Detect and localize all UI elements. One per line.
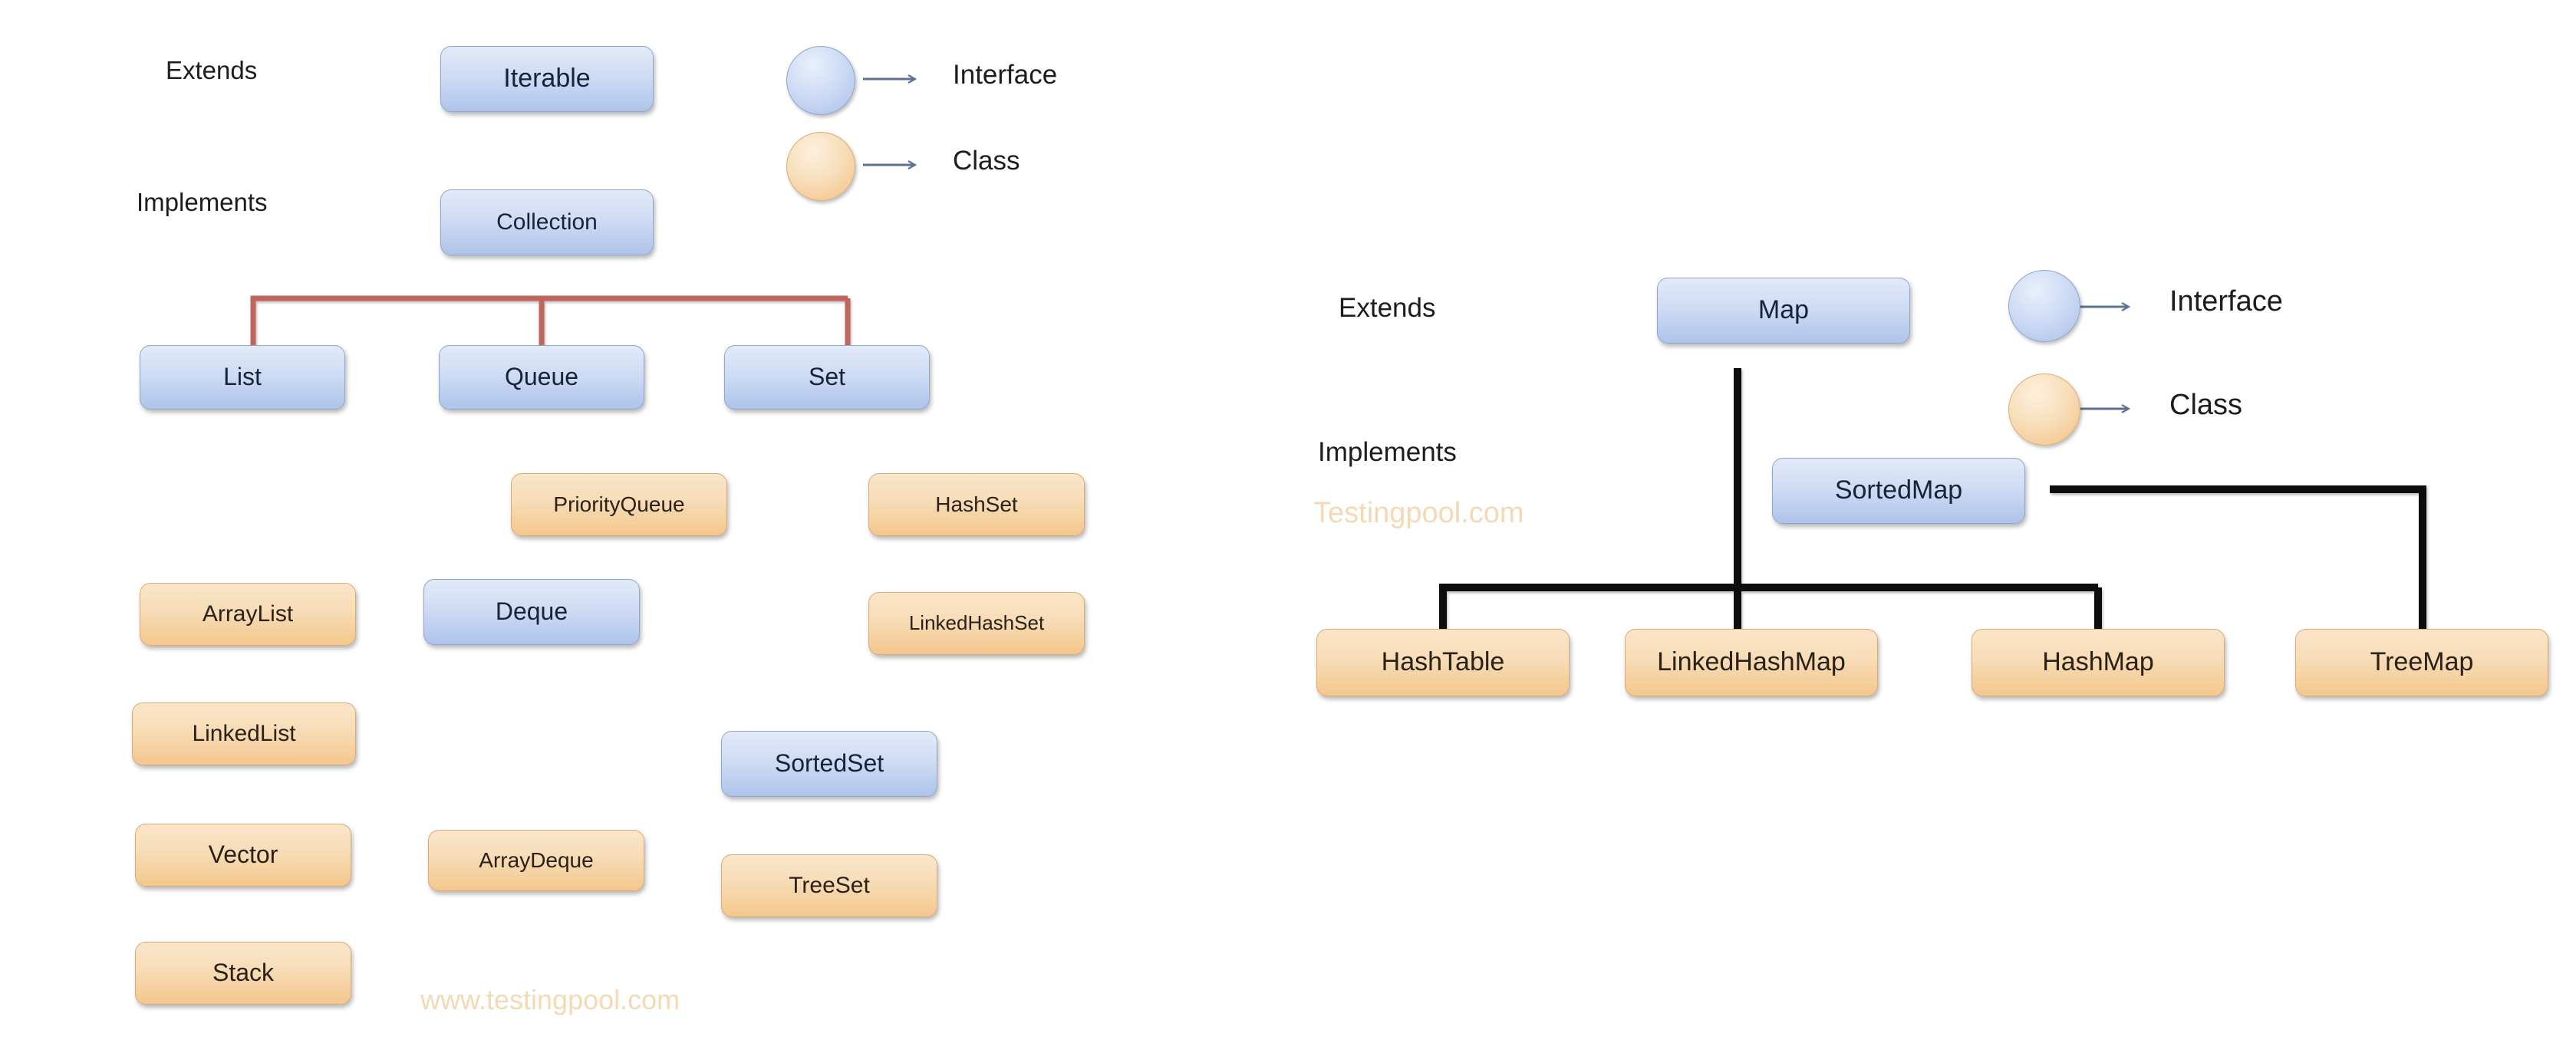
- legend-interface-label-right: Interface: [2169, 285, 2283, 318]
- node-stack[interactable]: Stack: [135, 942, 351, 1005]
- node-hashmap[interactable]: HashMap: [1972, 629, 2225, 696]
- node-linkedhashmap[interactable]: LinkedHashMap: [1625, 629, 1878, 696]
- node-label: Collection: [496, 209, 598, 235]
- legend-extends-label-right: Extends: [1339, 293, 1436, 323]
- node-label: List: [223, 363, 262, 391]
- node-label: Iterable: [503, 64, 591, 94]
- node-label: TreeMap: [2370, 647, 2474, 677]
- node-list[interactable]: List: [140, 345, 345, 410]
- node-collection[interactable]: Collection: [440, 189, 654, 255]
- legend-implements-label-left: Implements: [137, 188, 268, 216]
- node-label: HashTable: [1381, 647, 1505, 677]
- node-label: PriorityQueue: [553, 492, 685, 517]
- watermark-right: Testingpool.com: [1313, 497, 1524, 529]
- legend-class-label-right: Class: [2169, 389, 2243, 421]
- edge-treemap-implements-sortedmap: [2050, 485, 2426, 629]
- node-vector[interactable]: Vector: [135, 824, 351, 887]
- node-set[interactable]: Set: [724, 345, 930, 410]
- node-priorityqueue[interactable]: PriorityQueue: [511, 473, 727, 536]
- legend-interface-swatch-right: [2008, 270, 2080, 342]
- node-label: LinkedHashSet: [908, 611, 1045, 635]
- node-iterable[interactable]: Iterable: [440, 46, 654, 112]
- node-treemap[interactable]: TreeMap: [2295, 629, 2548, 696]
- node-label: Stack: [212, 959, 275, 987]
- node-label: LinkedList: [192, 721, 296, 747]
- legend-implements-label-right: Implements: [1318, 437, 1457, 467]
- node-label: Set: [808, 363, 846, 391]
- node-label: Deque: [495, 597, 568, 626]
- node-sortedset[interactable]: SortedSet: [721, 731, 937, 797]
- node-treeset[interactable]: TreeSet: [721, 854, 937, 917]
- node-arraylist[interactable]: ArrayList: [140, 583, 356, 646]
- node-arraydeque[interactable]: ArrayDeque: [428, 830, 644, 891]
- node-sortedmap[interactable]: SortedMap: [1772, 458, 2025, 524]
- watermark-left: www.testingpool.com: [420, 984, 680, 1015]
- legend-interface-label-left: Interface: [953, 60, 1058, 90]
- legend-interface-swatch-left: [786, 46, 855, 115]
- node-label: Queue: [504, 363, 579, 391]
- legend-class-label-left: Class: [953, 146, 1020, 176]
- node-hashset[interactable]: HashSet: [868, 473, 1085, 536]
- node-linkedhashset[interactable]: LinkedHashSet: [868, 592, 1085, 655]
- edge-bus-extends-collection: [250, 295, 851, 345]
- node-hashtable[interactable]: HashTable: [1316, 629, 1570, 696]
- node-label: ArrayDeque: [479, 848, 594, 873]
- node-label: TreeSet: [789, 873, 870, 899]
- node-linkedlist[interactable]: LinkedList: [132, 702, 356, 765]
- node-label: HashMap: [2042, 647, 2154, 677]
- node-label: Map: [1757, 295, 1810, 325]
- node-label: ArrayList: [202, 601, 294, 627]
- legend-extends-label-left: Extends: [166, 56, 258, 84]
- legend-class-swatch-right: [2008, 373, 2080, 446]
- node-label: HashSet: [935, 492, 1018, 517]
- node-label: LinkedHashMap: [1657, 647, 1846, 677]
- node-label: SortedSet: [774, 749, 884, 778]
- node-label: Vector: [208, 841, 278, 869]
- node-label: SortedMap: [1834, 475, 1963, 505]
- legend-class-swatch-left: [786, 132, 855, 201]
- node-queue[interactable]: Queue: [439, 345, 644, 410]
- node-map[interactable]: Map: [1657, 278, 1910, 344]
- node-deque[interactable]: Deque: [423, 579, 640, 645]
